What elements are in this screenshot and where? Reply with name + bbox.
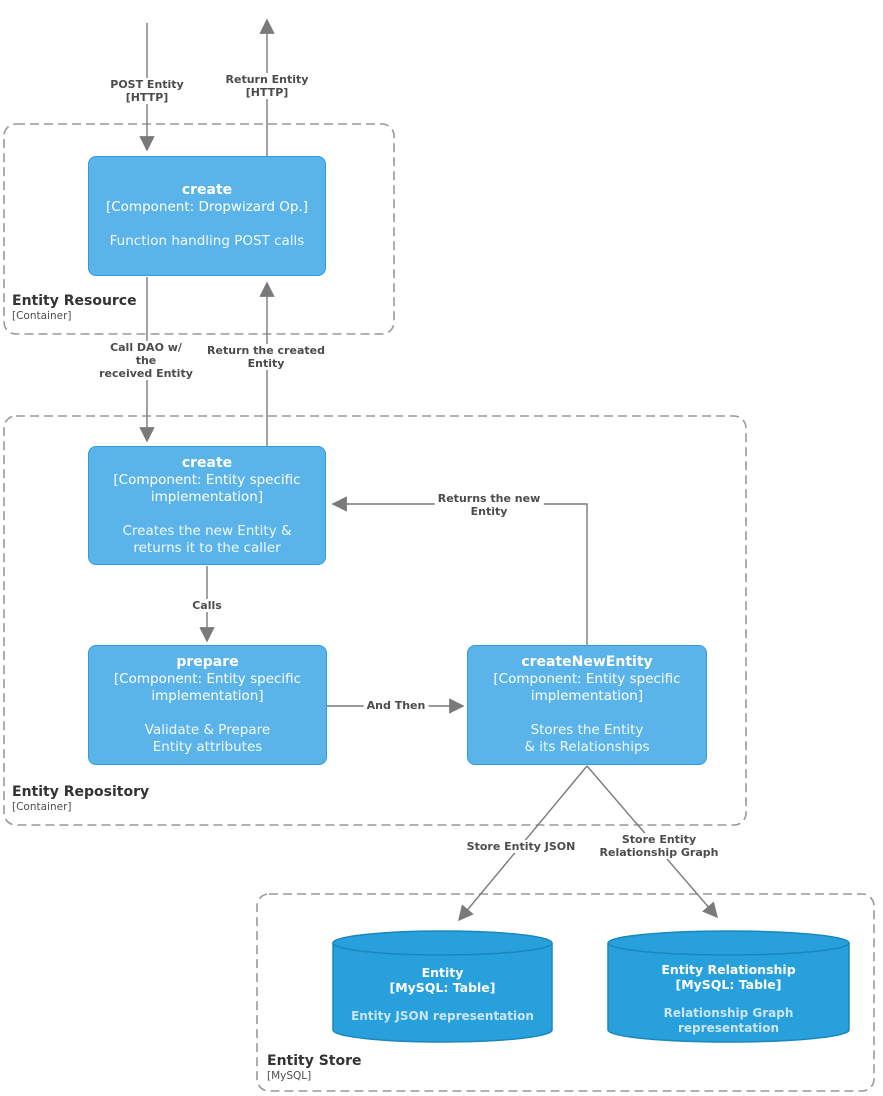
component-desc: & its Relationships [524, 739, 650, 755]
component-meta: implementation] [530, 688, 644, 704]
flow-label-and-then: And Then [363, 699, 429, 712]
entity-store-boundary [256, 893, 875, 1092]
database-meta: [MySQL: Table] [389, 979, 496, 995]
database-desc: Entity JSON representation [351, 1009, 534, 1023]
flow-label-store-entity-json: Store Entity JSON [463, 840, 579, 853]
component-create-new-entity: createNewEntity [Component: Entity speci… [467, 645, 707, 765]
component-meta: implementation] [151, 688, 264, 704]
entity-repository-boundary [3, 415, 747, 826]
container-type: [Container] [12, 801, 72, 813]
component-desc: Stores the Entity [530, 722, 644, 738]
container-type: [MySQL] [267, 1070, 312, 1082]
component-create-resource: create [Component: Dropwizard Op.] Funct… [88, 156, 326, 276]
flow-label-return-created: Return the created Entity [204, 344, 328, 370]
component-desc: returns it to the caller [133, 539, 281, 556]
component-create-repository: create [Component: Entity specific imple… [88, 446, 326, 565]
database-meta: [MySQL: Table] [675, 976, 782, 992]
flow-label-returns-new-entity: Returns the new Entity [434, 492, 544, 518]
component-title: create [181, 182, 233, 198]
database-entity: Entity [MySQL: Table] Entity JSON repres… [332, 930, 553, 1043]
arrow-returns-new-entity [331, 496, 588, 645]
flow-label-return-entity: Return Entity [HTTP] [222, 73, 312, 99]
database-title: Entity Relationship [661, 962, 796, 977]
component-meta: implementation] [150, 488, 264, 505]
component-title: createNewEntity [521, 654, 653, 670]
component-desc: Validate & Prepare [144, 722, 271, 738]
flow-label-store-relationship-graph: Store Entity Relationship Graph [596, 833, 722, 859]
component-title: prepare [176, 654, 239, 670]
component-desc: Entity attributes [152, 739, 263, 755]
container-title: Entity Store [267, 1053, 362, 1069]
component-meta: [Component: Entity specific [113, 471, 301, 488]
entity-resource-label: Entity Resource [Container] [12, 292, 137, 323]
database-title: Entity [421, 965, 464, 980]
database-desc: representation [678, 1020, 779, 1035]
container-type: [Container] [12, 310, 72, 322]
cylinder-shape [607, 930, 850, 1043]
database-desc: Relationship Graph [663, 1006, 794, 1020]
component-title: create [181, 454, 233, 471]
cylinder-shape [332, 930, 553, 1043]
container-title: Entity Resource [12, 293, 137, 309]
database-entity-relationship: Entity Relationship [MySQL: Table] Relat… [607, 930, 850, 1043]
flow-label-calls: Calls [189, 599, 225, 612]
flow-label-post-entity: POST Entity [HTTP] [107, 78, 187, 104]
component-meta: [Component: Entity specific [493, 671, 681, 687]
entity-repository-label: Entity Repository [Container] [12, 783, 149, 814]
component-desc: Function handling POST calls [109, 233, 305, 249]
flow-label-call-dao: Call DAO w/ the received Entity [96, 341, 196, 380]
entity-resource-boundary [3, 123, 395, 335]
component-prepare: prepare [Component: Entity specific impl… [88, 645, 327, 765]
entity-store-label: Entity Store [MySQL] [267, 1052, 362, 1083]
component-desc: Creates the new Entity & [122, 522, 292, 539]
component-meta: [Component: Dropwizard Op.] [105, 199, 309, 215]
container-title: Entity Repository [12, 784, 150, 800]
component-meta: [Component: Entity specific [113, 671, 302, 687]
